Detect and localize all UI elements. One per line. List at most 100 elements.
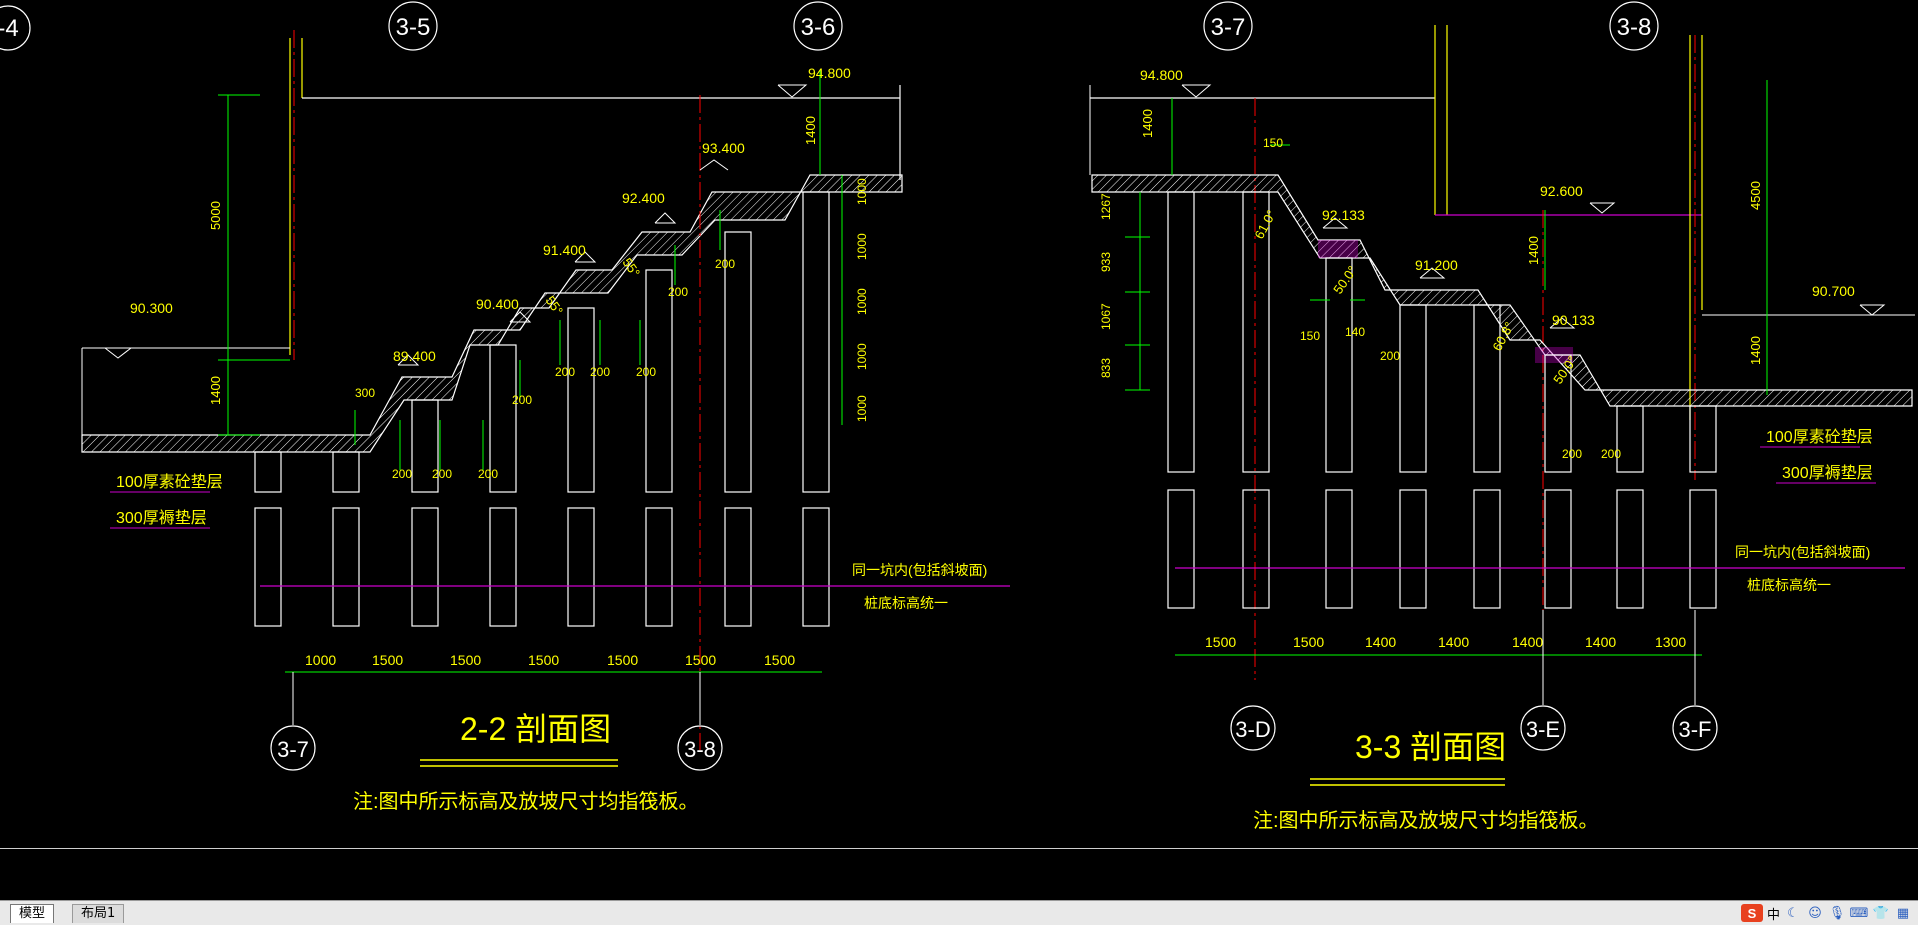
svg-text:3-7: 3-7 (277, 737, 309, 762)
svg-text:91.200: 91.200 (1415, 257, 1458, 273)
grid-bubble-3-8-right: 3-8 (1609, 1, 1659, 51)
pile-row-upper-right (1167, 191, 1717, 473)
dimension-lines (218, 70, 843, 673)
shirt-icon[interactable]: 👕 (1872, 905, 1890, 921)
section-2-2: -4 3-5 3-6 (0, 1, 1010, 813)
smile-icon[interactable]: ☺ (1808, 905, 1822, 921)
svg-text:1267: 1267 (1099, 193, 1113, 220)
svg-text:100厚素砼垫层: 100厚素砼垫层 (1766, 428, 1873, 446)
svg-text:300厚褥垫层: 300厚褥垫层 (1782, 464, 1873, 482)
elevation-symbols (104, 84, 808, 366)
svg-text:90.300: 90.300 (130, 300, 173, 316)
pile-row-upper (254, 191, 830, 493)
svg-text:300: 300 (355, 386, 375, 400)
svg-text:89.400: 89.400 (393, 348, 436, 364)
svg-text:91.400: 91.400 (543, 242, 586, 258)
svg-text:1000: 1000 (855, 343, 869, 370)
svg-text:1400: 1400 (1585, 634, 1616, 650)
mic-icon[interactable]: 🎙 (1828, 905, 1846, 921)
section-note-right: 注:图中所示标高及放坡尺寸均指筏板。 (1253, 809, 1599, 832)
svg-text:200: 200 (715, 257, 735, 271)
grid-bubble-3-e: 3-E (1520, 705, 1566, 751)
svg-text:200: 200 (636, 365, 656, 379)
svg-text:3-E: 3-E (1526, 717, 1560, 742)
svg-text:1000: 1000 (855, 178, 869, 205)
tab-layout1[interactable]: 布局1 (72, 904, 125, 923)
svg-text:50.0°: 50.0° (1330, 263, 1360, 297)
svg-text:200: 200 (432, 467, 452, 481)
ime-logo-icon[interactable]: S (1740, 904, 1763, 922)
svg-text:200: 200 (555, 365, 575, 379)
section-note: 注:图中所示标高及放坡尺寸均指筏板。 (353, 790, 699, 813)
svg-text:94.800: 94.800 (1140, 67, 1183, 83)
svg-text:150: 150 (1300, 329, 1320, 343)
grid-bubble-top-left: -4 (0, 5, 31, 51)
svg-text:140: 140 (1345, 325, 1365, 339)
svg-text:90.700: 90.700 (1812, 283, 1855, 299)
svg-text:5000: 5000 (208, 201, 223, 230)
svg-text:1400: 1400 (803, 116, 818, 145)
svg-text:1300: 1300 (1655, 634, 1686, 650)
svg-text:1400: 1400 (1748, 336, 1763, 365)
pile-row-lower (254, 507, 830, 627)
svg-text:1400: 1400 (1365, 634, 1396, 650)
dimension-lines-right (1125, 80, 1768, 656)
grid-bubble-3-6: 3-6 (793, 1, 843, 51)
svg-text:200: 200 (512, 393, 532, 407)
grid-bubble-3-d: 3-D (1230, 705, 1276, 751)
svg-text:桩底标高统一: 桩底标高统一 (1747, 577, 1831, 593)
svg-text:1500: 1500 (685, 652, 716, 668)
section-title-right: 3-3 剖面图 (1355, 729, 1506, 765)
svg-text:833: 833 (1099, 358, 1113, 378)
grid-bubble-3-f: 3-F (1672, 705, 1718, 751)
svg-text:3-6: 3-6 (801, 14, 836, 41)
svg-text:1000: 1000 (855, 288, 869, 315)
svg-text:1500: 1500 (1205, 634, 1236, 650)
svg-text:3-D: 3-D (1235, 717, 1270, 742)
pile-row-lower-right (1167, 489, 1717, 609)
grid-icon[interactable]: ▦ (1896, 905, 1910, 921)
grid-bubble-3-7-right: 3-7 (1203, 1, 1253, 51)
elevation-symbols-right (1181, 84, 1886, 329)
svg-text:1500: 1500 (372, 652, 403, 668)
svg-text:1500: 1500 (764, 652, 795, 668)
tab-model[interactable]: 模型 (10, 904, 55, 923)
svg-text:933: 933 (1099, 252, 1113, 272)
grid-bubble-3-5: 3-5 (388, 1, 438, 51)
svg-text:1000: 1000 (855, 233, 869, 260)
layout-tab-bar: 模型 布局1 S 中 ☾ ☺ 🎙 ⌨ 👕 ▦ (0, 900, 1918, 925)
moon-icon[interactable]: ☾ (1787, 905, 1799, 921)
grid-bubble-3-7: 3-7 (270, 725, 316, 771)
svg-text:93.400: 93.400 (702, 140, 745, 156)
svg-text:200: 200 (1380, 349, 1400, 363)
svg-text:3-F: 3-F (1679, 717, 1712, 742)
svg-text:200: 200 (668, 285, 688, 299)
svg-text:1400: 1400 (1512, 634, 1543, 650)
svg-text:1000: 1000 (305, 652, 336, 668)
section-3-3: 3-7 3-8 (1089, 1, 1915, 832)
svg-text:90.400: 90.400 (476, 296, 519, 312)
svg-text:3-7: 3-7 (1211, 14, 1246, 41)
svg-text:1067: 1067 (1099, 303, 1113, 330)
svg-text:300厚褥垫层: 300厚褥垫层 (116, 509, 207, 527)
section-title: 2-2 剖面图 (460, 711, 611, 747)
drawing-canvas[interactable]: -4 3-5 3-6 (0, 0, 1918, 848)
svg-text:90.133: 90.133 (1552, 312, 1595, 328)
grid-bubble-3-8: 3-8 (677, 725, 723, 771)
svg-text:-4: -4 (0, 15, 19, 42)
svg-text:桩底标高统一: 桩底标高统一 (864, 595, 948, 611)
svg-text:150: 150 (1263, 136, 1283, 150)
svg-text:94.800: 94.800 (808, 65, 851, 81)
svg-text:200: 200 (590, 365, 610, 379)
svg-text:1400: 1400 (1438, 634, 1469, 650)
svg-text:200: 200 (478, 467, 498, 481)
svg-text:3-5: 3-5 (396, 14, 431, 41)
svg-text:同一坑内(包括斜坡面): 同一坑内(包括斜坡面) (852, 562, 987, 578)
system-tray: S 中 ☾ ☺ 🎙 ⌨ 👕 ▦ (1740, 903, 1912, 923)
svg-text:同一坑内(包括斜坡面): 同一坑内(包括斜坡面) (1735, 544, 1870, 560)
ime-mode[interactable]: 中 (1766, 907, 1780, 923)
svg-text:1400: 1400 (1526, 236, 1541, 265)
svg-text:1400: 1400 (1140, 109, 1155, 138)
command-line-area[interactable] (0, 848, 1918, 901)
keyboard-icon[interactable]: ⌨ (1849, 905, 1869, 921)
